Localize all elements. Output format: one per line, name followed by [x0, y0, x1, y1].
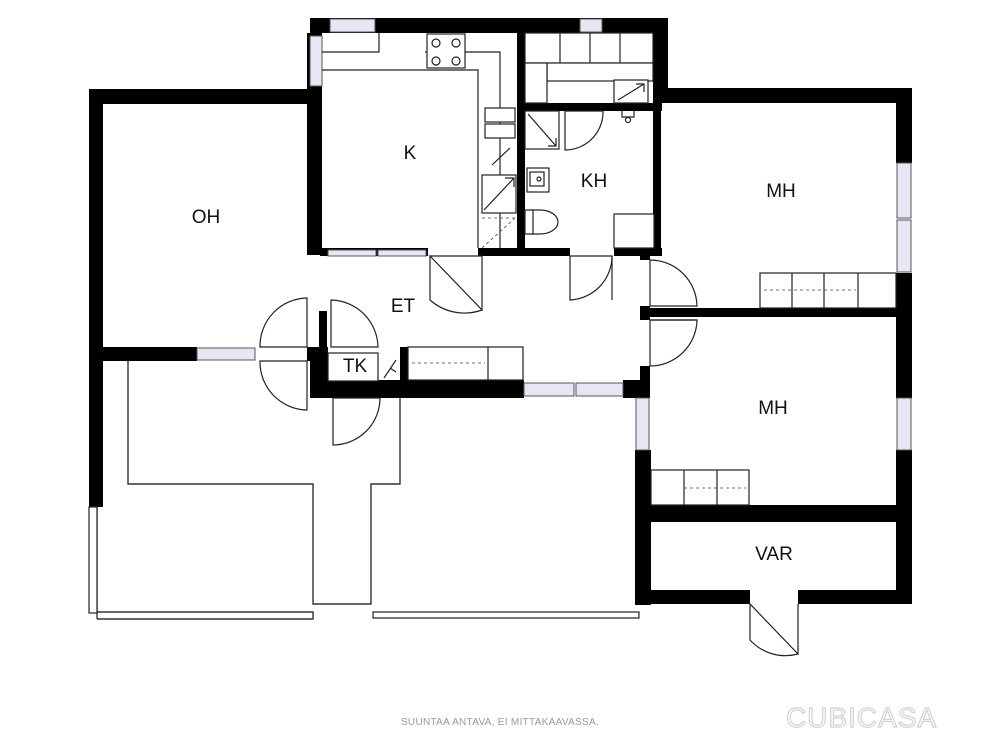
room-label-kitchen: K	[404, 143, 417, 164]
windows	[196, 18, 912, 451]
closet-label-box	[327, 352, 379, 382]
room-label-closet: TK	[343, 356, 368, 377]
disclaimer-text: SUUNTAA ANTAVA, EI MITTAKAAVASSA.	[401, 717, 599, 728]
room-label-living: OH	[192, 207, 221, 228]
room-label-hall: ET	[391, 296, 416, 317]
room-label-storage: VAR	[755, 544, 793, 565]
room-label-bedroom-1: MH	[766, 181, 796, 202]
fixtures	[322, 32, 897, 506]
walls	[89, 18, 912, 605]
room-label-bathroom: KH	[581, 171, 607, 192]
cubicasa-watermark: CUBICASA	[786, 702, 937, 733]
room-label-bedroom-2: MH	[758, 398, 788, 419]
terrace-outline	[88, 361, 640, 620]
doors	[259, 254, 800, 657]
